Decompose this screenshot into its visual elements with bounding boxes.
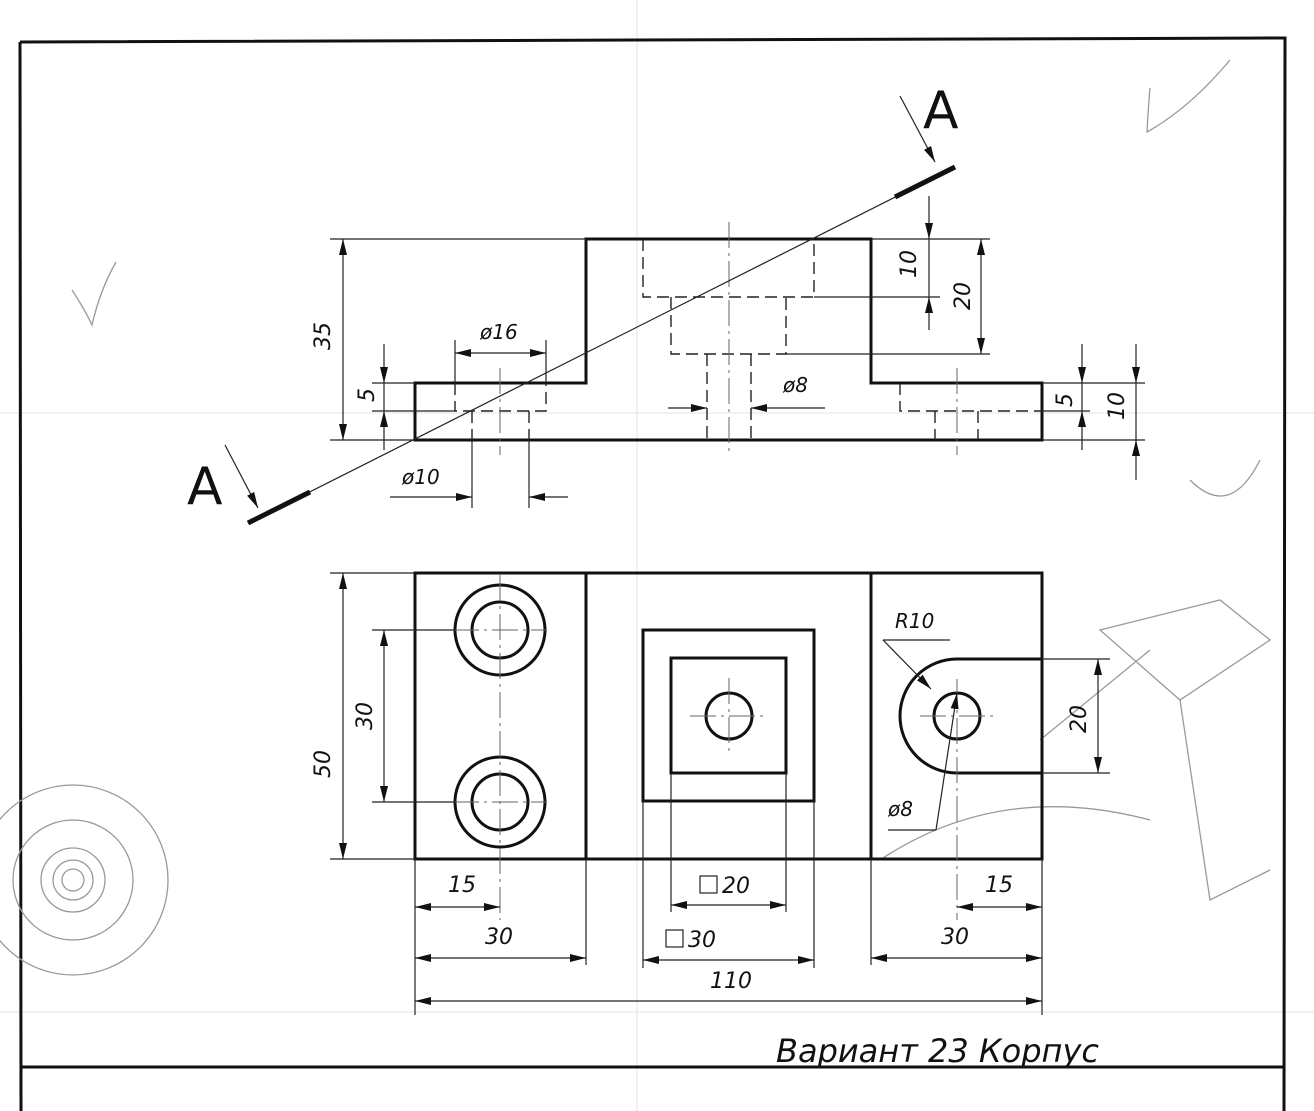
dim-radius-10: R10: [895, 609, 934, 633]
dim-depth-20: 20: [951, 282, 976, 310]
check-mark-icon: [71, 261, 117, 327]
dim-dia-8-front: ø8: [782, 373, 808, 397]
section-letter-bottom: A: [187, 457, 223, 517]
section-letter-top: A: [923, 81, 959, 141]
dim-height-10-right: 10: [1105, 392, 1130, 420]
square-symbol-icon: [699, 875, 718, 894]
pencil-marks: [0, 59, 1272, 976]
drawing-caption: Вариант 23 Корпус: [776, 1032, 1099, 1070]
dim-block-30-right: 30: [941, 925, 969, 950]
dim-length-110: 110: [710, 969, 752, 994]
dim-offset-15-right: 15: [985, 873, 1013, 898]
dim-square-20: 20: [722, 874, 750, 899]
dim-height-35: 35: [311, 322, 336, 350]
dim-hole-spacing-30: 30: [353, 702, 378, 730]
front-view-dimensions: 35 5 ø16 ø10 ø8 10 20: [311, 196, 1145, 508]
dim-width-50: 50: [311, 750, 336, 778]
dim-flange-5-left: 5: [355, 388, 380, 402]
inner-square-pocket: [669, 656, 788, 775]
dim-square-30: 30: [688, 928, 716, 953]
dim-lug-20: 20: [1067, 705, 1092, 733]
dim-depth-10: 10: [897, 250, 922, 278]
dim-offset-15-left: 15: [448, 873, 476, 898]
dim-block-30-left: 30: [485, 925, 513, 950]
rounded-lug: [898, 657, 1042, 775]
top-view-outline: [413, 571, 1044, 861]
square-symbol-icon: [665, 929, 684, 948]
dim-dia-8-top: ø8: [887, 797, 913, 821]
dim-dia-10: ø10: [401, 465, 440, 489]
sheet-frame: [18, 36, 1287, 1111]
section-line-a-a: A A: [187, 81, 959, 526]
dim-dia-16: ø16: [479, 320, 518, 344]
front-view: [413, 222, 1044, 455]
top-view-dimensions: 50 30 R10 ø8 20 15 30: [311, 572, 1110, 1015]
top-view: [413, 571, 1044, 920]
dim-flange-5-right: 5: [1053, 393, 1078, 407]
check-mark-icon: [1146, 59, 1231, 134]
outer-square-pocket: [641, 628, 816, 803]
